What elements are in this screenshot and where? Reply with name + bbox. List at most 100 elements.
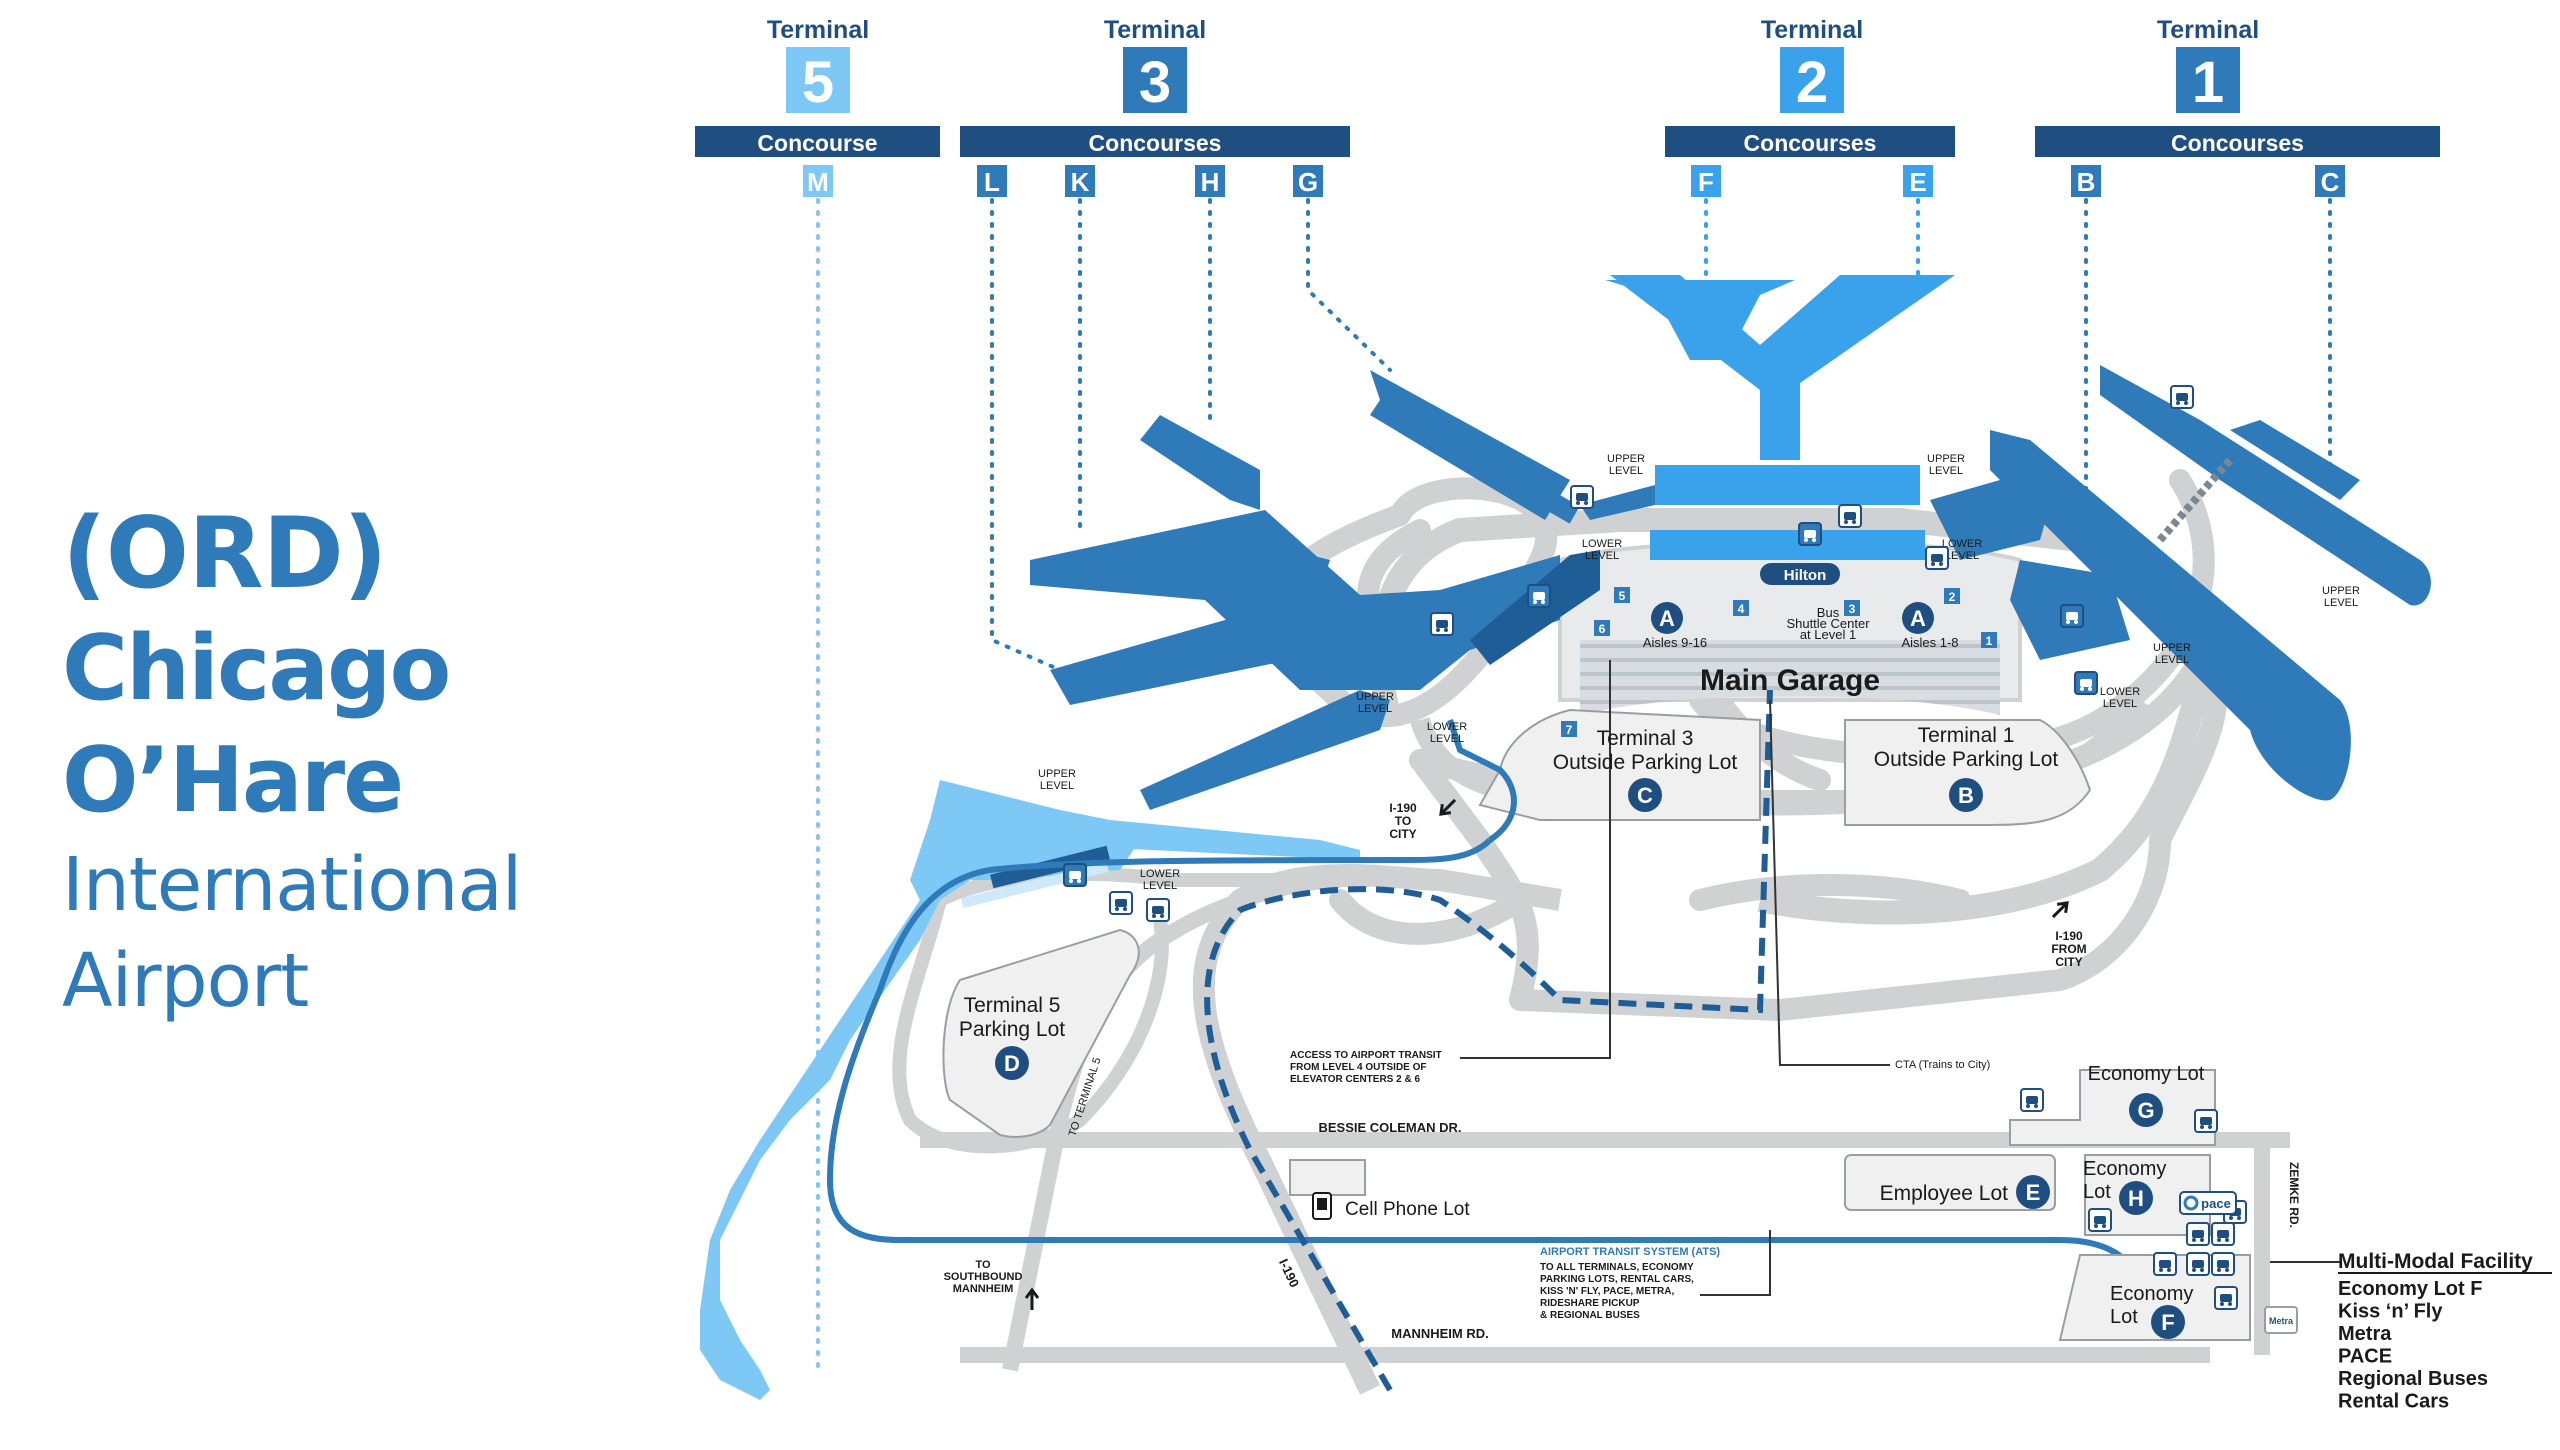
airport-subtitle: International Airport [62,842,522,1024]
ats-line [826,837,2143,1282]
kiss-fly-icon [1430,612,1454,636]
lot-marker-letter-C: C [1637,783,1653,808]
concourse-badge-C [2315,165,2345,197]
car-icon [2211,1252,2235,1276]
car-icon [2211,1222,2235,1246]
lot-marker-letter-H: H [2128,1186,2144,1211]
aisles-right: Aisles 1-8 [1901,635,1958,650]
pace-logo: pace [2179,1191,2237,1215]
cell-phone-lot-shape [1289,1159,1366,1196]
terminal-label: Terminal [767,16,869,44]
t3-outside-lot-shape [1478,708,1761,821]
kiss-fly-icon [2074,671,2098,695]
terminal-number-box [1780,47,1844,113]
terminal-label: Terminal [2157,16,2259,44]
callout-ats-title: AIRPORT TRANSIT SYSTEM (ATS) [1540,1246,1720,1258]
lot-marker-G [2129,1093,2163,1127]
t1-outside-lot-shape [1844,719,2092,826]
lot-marker-C [1628,778,1662,812]
t3-upper-walkway [1500,466,1580,524]
kiss-fly-icon [2170,385,2194,409]
elevator-number-6: 6 [1599,622,1606,636]
multimodal-item: Metra [2338,1323,2392,1345]
bus-icon [2186,1222,2210,1246]
map-title: (ORD) Chicago O’Hare International Airpo… [62,495,762,1029]
concourse-badge-B [2071,165,2101,197]
concourse-bar [960,126,1350,157]
metra-logo-text: Metra [2269,1316,2294,1326]
elevator-badge-6 [1594,620,1610,636]
concourse-badge-F [1691,165,1721,197]
concourse-bar-label: Concourse [757,130,877,156]
concourse-badge-L [977,165,1007,197]
concourse-badge-K [1065,165,1095,197]
terminal-label: Terminal [1104,16,1206,44]
road-bessie-coleman: BESSIE COLEMAN DR. [1318,1120,1461,1135]
concourse-badge-H [1195,165,1225,197]
taxi-icon [2060,604,2084,628]
multimodal-item: Economy Lot F [2338,1278,2482,1300]
economy-lot-g-shape [2009,1069,2216,1146]
concourse-letter-M: M [807,167,829,197]
lot-marker-B [1949,778,1983,812]
lot-marker-letter-F: F [2161,1310,2174,1335]
concourse-badge-E [1903,165,1933,197]
hilton-badge [1760,563,1840,585]
bus-icon [2214,1286,2238,1310]
kiss-fly-icon [1109,891,1133,915]
callout-leaders [1460,660,2340,1296]
airport-code: (ORD) [62,497,388,611]
terminal-number: 5 [802,50,834,115]
car-icon [1798,522,1822,546]
concourse-badge-M [803,165,833,197]
lot-marker-letter-B: B [1958,783,1974,808]
elevator-number-5: 5 [1619,589,1626,603]
metra-logo: Metra [2264,1306,2298,1334]
t1-connector-walk [2156,457,2234,543]
concourse-bar-label: Concourses [1744,130,1877,156]
train-icon [2088,1208,2112,1232]
lot-marker-letter-E: E [2026,1180,2041,1205]
t5-loop-road [892,898,1169,1154]
road-zemke: ZEMKE RD. [2287,1162,2301,1228]
pace-logo-text: pace [2201,1196,2231,1211]
terminal-label: Terminal [1761,16,1863,44]
cell-phone-lot-label: Cell Phone Lot [1345,1199,1470,1220]
terminal-3-building [1030,370,1570,810]
elevator-badge-1 [1981,632,1997,648]
terminal-number-box [1123,47,1187,113]
multimodal-item: Kiss ‘n’ Fly [2338,1301,2443,1323]
lot-marker-E [2016,1175,2050,1209]
garage-marker-letter: A [1659,606,1675,631]
t5-parking-lot-shape [942,928,1140,1138]
garage-marker-a-1 [1651,602,1683,634]
concourse-letter-H: H [1201,167,1220,197]
concourse-badge-G [1293,165,1323,197]
train-icon [2194,1109,2218,1133]
taxi-icon [2153,1252,2177,1276]
concourse-letter-B: B [2077,167,2096,197]
terminal-1-building [1930,365,2431,801]
direction-arrow-2 [2051,901,2069,919]
garage-labels: Hilton Main Garage Aisles 9-16 Aisles 1-… [1643,563,1959,697]
lot-marker-F [2151,1305,2185,1339]
garage-marker-letter: A [1910,606,1926,631]
